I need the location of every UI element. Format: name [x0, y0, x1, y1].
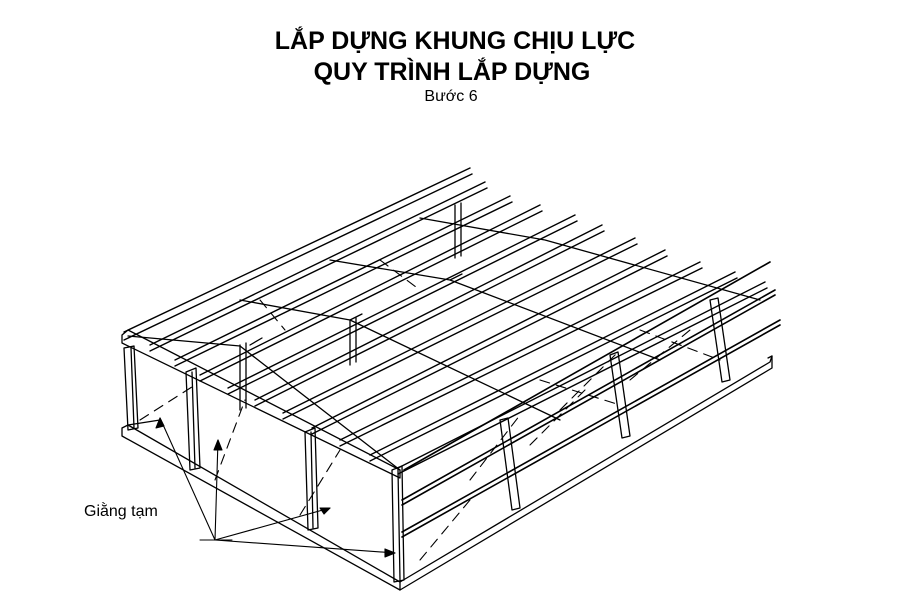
step-label: Bước 6 — [424, 88, 478, 105]
gable-columns — [123, 345, 405, 583]
temporary-bracing-label: Giằng tạm — [84, 503, 158, 520]
roof-purlins — [123, 167, 768, 475]
temporary-bracing — [139, 259, 721, 561]
page-title: LẮP DỰNG KHUNG CHỊU LỰC — [274, 27, 636, 55]
callout-leaders — [155, 417, 396, 558]
title-block: LẮP DỰNG KHUNG CHỊU LỰC QUY TRÌNH LẮP DỰ… — [0, 26, 900, 107]
side-columns — [499, 297, 731, 511]
base-sill — [121, 355, 773, 591]
page-subtitle: QUY TRÌNH LẮP DỰNG — [313, 58, 591, 86]
interior-columns — [239, 202, 462, 411]
